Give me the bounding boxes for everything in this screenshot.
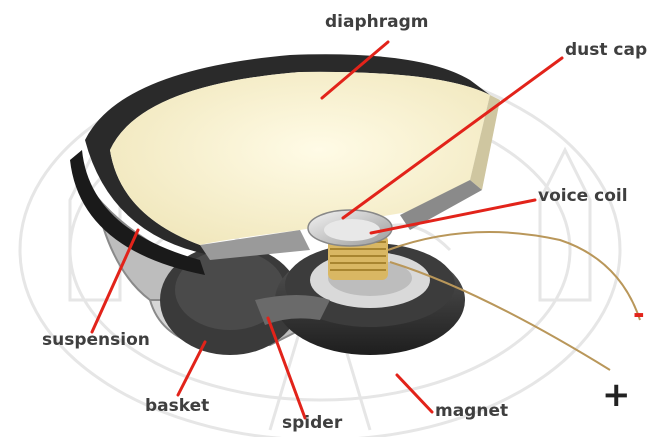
label-voice-coil: voice coil — [538, 188, 628, 205]
speaker-body — [70, 54, 640, 370]
label-basket: basket — [145, 398, 209, 415]
label-diaphragm: diaphragm — [325, 14, 428, 31]
label-dust-cap: dust cap — [565, 42, 647, 59]
positive-terminal-sign: + — [602, 378, 631, 412]
negative-terminal-sign: - — [633, 300, 645, 328]
label-suspension: suspension — [42, 332, 150, 349]
leader-magnet — [397, 375, 432, 412]
label-magnet: magnet — [435, 403, 508, 420]
leader-basket — [178, 342, 205, 395]
label-spider: spider — [282, 415, 342, 432]
